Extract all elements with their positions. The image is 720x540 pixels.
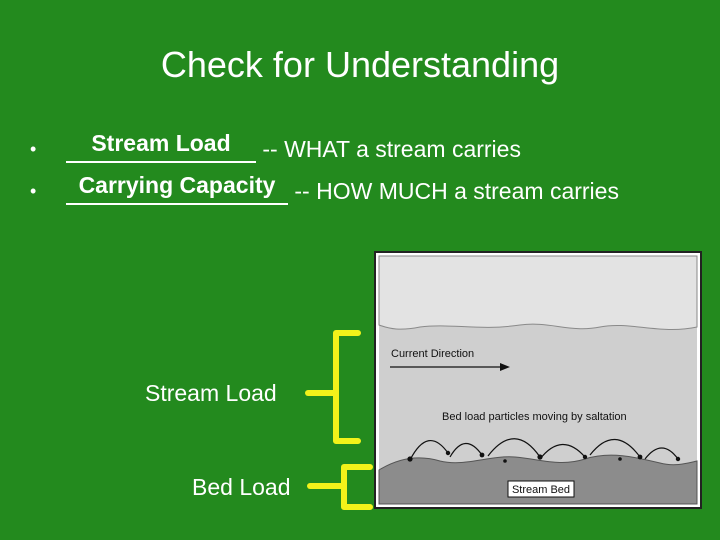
saltation-particles (407, 450, 681, 463)
slide-title: Check for Understanding (160, 44, 560, 85)
current-direction-arrow (390, 363, 510, 371)
bullet-text: -- WHAT a stream carries (262, 136, 521, 162)
saltation-text: Bed load particles moving by saltation (442, 411, 627, 423)
stream-cross-section: Current Direction Bed load particles mov… (374, 251, 702, 509)
saltation-arcs (409, 438, 679, 461)
bullet-carrying-capacity: • Carrying Capacity -- HOW MUCH a stream … (30, 173, 619, 205)
answer-text: Carrying Capacity (78, 172, 276, 198)
bullet-dot: • (30, 139, 37, 159)
bed-load-label: Bed Load (192, 474, 291, 500)
water-surface (378, 255, 698, 330)
stream-bed-surface (378, 454, 698, 505)
answer-blank: Carrying Capacity (66, 173, 288, 205)
stream-bed-text: Stream Bed (512, 484, 570, 496)
bullet-text: -- HOW MUCH a stream carries (294, 178, 619, 204)
answer-blank: Stream Load (66, 131, 256, 163)
bed-load-bracket (307, 464, 373, 510)
current-direction-text: Current Direction (391, 348, 474, 360)
stream-load-bracket (305, 330, 361, 444)
bullet-dot: • (30, 181, 37, 201)
stream-bed-label-box (507, 480, 575, 498)
stream-diagram: Current Direction Bed load particles mov… (305, 251, 702, 510)
answer-text: Stream Load (91, 130, 231, 156)
stream-load-label: Stream Load (145, 380, 277, 406)
bullet-stream-load: • Stream Load -- WHAT a stream carries (30, 131, 521, 163)
